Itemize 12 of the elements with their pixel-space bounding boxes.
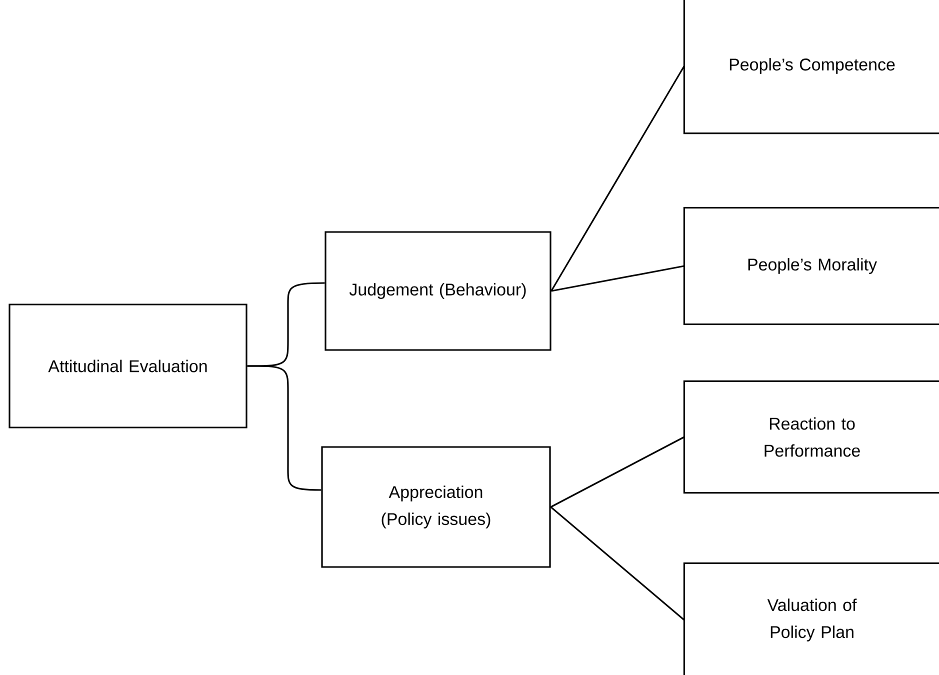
text-box: Valuation of Policy Plan [683,562,939,675]
text-box: People’s Competence [683,0,939,134]
text-box: Appreciation (Policy issues) [321,446,551,568]
connector-line [551,265,684,292]
text-box: Attitudinal Evaluation [8,304,248,428]
text-box: Reaction to Performance [683,380,939,494]
connector-line [550,436,685,508]
text-box: Judgement (Behaviour) [324,231,552,351]
brace [247,365,322,491]
connector-line [550,66,685,292]
connector-line [550,506,685,621]
text-box: People’s Morality [683,206,939,326]
